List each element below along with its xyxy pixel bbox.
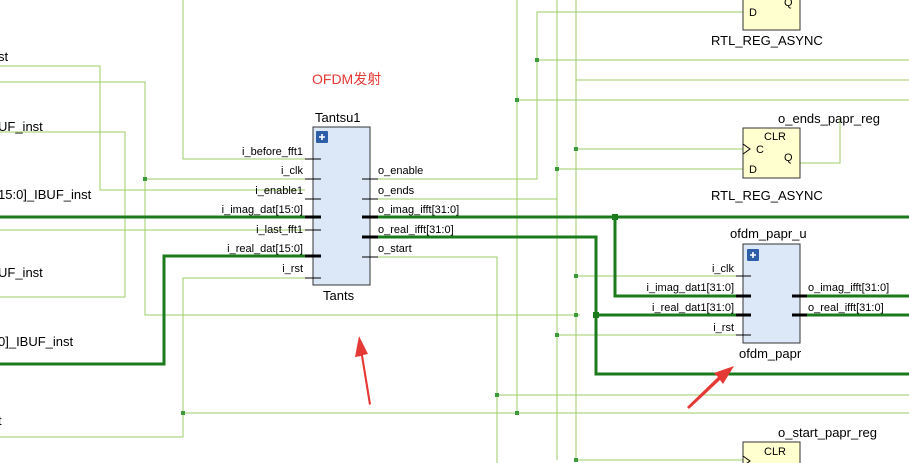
ofdm-pin-i-rst: i_rst [713,322,734,334]
tantsu-pin-i-enable1: i_enable1 [255,185,303,197]
wire-before-fft [182,0,305,160]
reg-ends-instance-name: o_ends_papr_reg [778,111,880,126]
tantsu-block[interactable]: Tantsu1 Tants i_before_fft1 i_clk i_enab… [222,110,459,303]
bus-wires [0,215,909,376]
junction [495,393,499,397]
wire-ends-q [800,118,841,164]
junction [515,411,519,415]
junction [593,312,599,318]
ofdm-pin-stubs [736,275,751,336]
ofdm-papr-block[interactable]: ofdm_papr_u ofdm_papr i_clk i_imag_dat1[… [647,226,890,361]
tantsu-module-name: Tants [323,288,355,303]
junction [574,458,578,462]
reg-top-pin-d: D [749,7,757,19]
tantsu-pin-i-last-fft1: i_last_fft1 [256,224,303,236]
bus-junctions [593,214,618,318]
reg-top-pin-q: Q [784,0,793,9]
wire-junctions [143,58,578,462]
wire-b [0,131,126,297]
arrow-up-right-icon [687,366,734,409]
annotation-arrows [355,336,734,409]
tantsu-pin-i-real-dat: i_real_dat[15:0] [227,243,303,255]
junction [555,333,559,337]
edge-label-b: UF_inst [0,119,43,134]
reg-ends-body[interactable] [742,127,801,179]
edge-label-f: t [0,413,2,428]
tantsu-pin-o-imag-ifft: o_imag_ifft[31:0] [378,204,459,216]
arrow-up-icon [355,336,371,405]
junction [574,147,578,151]
junction [555,167,559,171]
reg-start-instance-name: o_start_papr_reg [778,425,877,440]
reg-ends-module-name: RTL_REG_ASYNC [711,188,823,203]
reg-ends-pin-q: Q [784,152,793,164]
clock-triangle-icon [742,455,751,463]
tantsu-pin-o-ends: o_ends [378,185,415,197]
reg-top-module-name: RTL_REG_ASYNC [711,33,823,48]
reg-start-body[interactable] [742,441,801,463]
junction [574,274,578,278]
junction [181,411,185,415]
edge-label-e: 0]_IBUF_inst [0,334,74,349]
tantsu-pin-i-before-fft1: i_before_fft1 [242,146,303,158]
junction [535,58,539,62]
clock-triangle-icon [742,143,751,155]
wire-clk [0,81,580,316]
junction [143,177,147,181]
tantsu-pin-i-imag-dat: i_imag_dat[15:0] [222,204,303,216]
wire-rst [0,277,305,438]
reg-top-body[interactable] [742,0,801,31]
left-edge-labels: st UF_inst 15:0]_IBUF_inst UF_inst 0]_IB… [0,49,92,428]
tantsu-pin-i-rst: i_rst [282,263,303,275]
tantsu-pin-stubs [305,158,378,279]
reg-ends-pin-c: C [756,144,764,156]
ofdm-bus-pin-stubs [736,294,807,317]
tantsu-pin-o-start: o_start [378,243,412,255]
edge-label-d: UF_inst [0,265,43,280]
tantsu-expand-icon[interactable] [316,131,328,143]
tantsu-pin-o-real-ifft: o_real_ifft[31:0] [378,224,454,236]
junction [515,98,519,102]
junction [612,214,618,220]
edge-label-a: st [0,49,9,64]
bus-imag-to-ofdm [613,217,745,298]
edge-label-c: 15:0]_IBUF_inst [0,187,92,202]
ofdm-pin-i-imag-dat1: i_imag_dat1[31:0] [647,282,734,294]
reg-top[interactable]: D Q RTL_REG_ASYNC [711,0,823,48]
ofdm-pin-i-real-dat1: i_real_dat1[31:0] [652,302,734,314]
tantsu-body[interactable] [312,126,371,286]
tantsu-instance-name: Tantsu1 [315,110,361,125]
annotation-ofdm-tx: OFDM发射 [312,71,381,87]
plus-glyph [750,252,756,258]
reg-start[interactable]: o_start_papr_reg CLR [742,425,877,463]
wire-o-enable [370,11,745,180]
ofdm-module-name: ofdm_papr [739,346,802,361]
ofdm-pin-o-real-ifft: o_real_ifft[31:0] [808,302,884,314]
tantsu-pin-i-clk: i_clk [281,165,304,177]
bus-real-dat [0,254,305,366]
ofdm-instance-name: ofdm_papr_u [730,226,807,241]
bus-o-real-ifft [370,235,909,376]
reg-ends-pin-d: D [749,164,757,176]
ofdm-expand-icon[interactable] [747,249,759,261]
wire-o-start [370,256,498,463]
reg-start-pin-clr: CLR [764,446,786,458]
junction [574,313,578,317]
reg-ends-pin-clr: CLR [764,131,786,143]
wire-enable [0,65,305,191]
ofdm-pin-i-clk: i_clk [712,263,735,275]
plus-glyph [319,134,325,140]
tantsu-bus-pin-stubs [305,215,378,258]
tantsu-pin-o-enable: o_enable [378,165,423,177]
reg-ends[interactable]: o_ends_papr_reg CLR C Q D RTL_REG_ASYNC [711,111,880,203]
ofdm-pin-o-imag-ifft: o_imag_ifft[31:0] [808,282,889,294]
